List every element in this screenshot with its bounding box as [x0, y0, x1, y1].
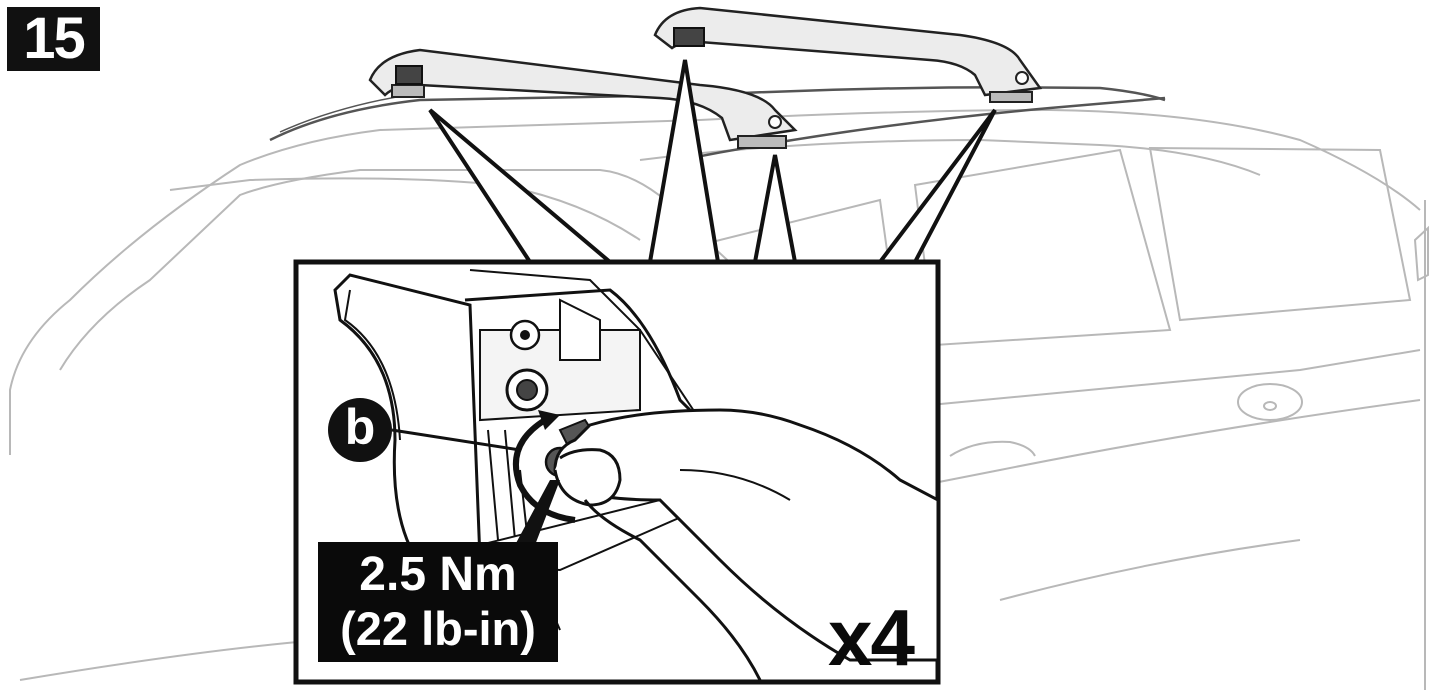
step-number-badge: 15 — [7, 7, 100, 71]
car-outline — [9, 108, 1429, 690]
zoom-callout-lines — [428, 59, 997, 264]
crossbars — [368, 6, 1043, 149]
torque-metric: 2.5 Nm — [359, 548, 517, 601]
quantity-label: x4 — [828, 593, 915, 682]
torque-spec-box: 2.5 Nm (22 lb-in) — [318, 542, 558, 662]
callout-b-marker: b — [328, 398, 392, 462]
torque-imperial: (22 lb-in) — [340, 602, 536, 655]
